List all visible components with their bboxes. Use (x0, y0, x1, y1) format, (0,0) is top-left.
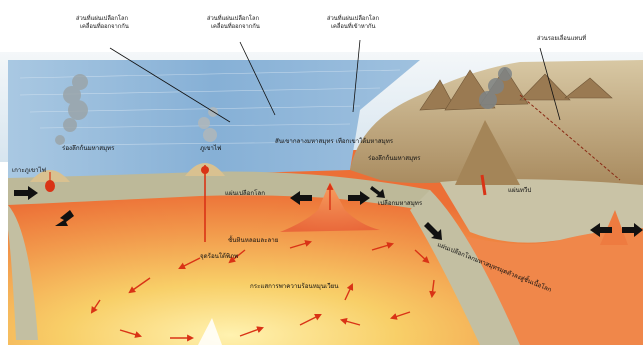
label-continental-plate: แผ่นทวีป (508, 186, 531, 194)
label-convection: กระแสการพาความร้อนหมุนเวียน (250, 282, 339, 290)
top-label-divergent-1: ส่วนที่แผ่นเปลือกโลก เคลื่อนที่ออกจากกัน (76, 14, 130, 30)
label-asthenosphere: ชั้นหินหลอมละลาย (228, 235, 279, 244)
label-mid-ocean-ridge: สันเขากลางมหาสมุทร เทือกเขาใต้มหาสมุทร (275, 137, 394, 145)
label-oceanic-crust: เปลือกมหาสมุทร (378, 199, 423, 207)
label-trench-right: ร่องลึกก้นมหาสมุทร (368, 154, 421, 162)
top-label-transform: ส่วนรอยเลื่อนแทนที่ (537, 34, 586, 42)
label-trench-left: ร่องลึกก้นมหาสมุทร (62, 144, 115, 152)
top-label-divergent-2: ส่วนที่แผ่นเปลือกโลก เคลื่อนที่ออกจากกัน (207, 14, 261, 30)
label-volcanic-island: เกาะภูเขาไฟ (12, 166, 46, 174)
label-lithosphere: แผ่นเปลือกโลก (225, 189, 265, 197)
top-label-convergent: ส่วนที่แผ่นเปลือกโลก เคลื่อนที่เข้าหากัน (327, 14, 381, 30)
label-hotspot-volcano: ภูเขาไฟ (200, 144, 221, 152)
label-hotspot: จุดร้อนใต้พิภพ (200, 252, 238, 260)
